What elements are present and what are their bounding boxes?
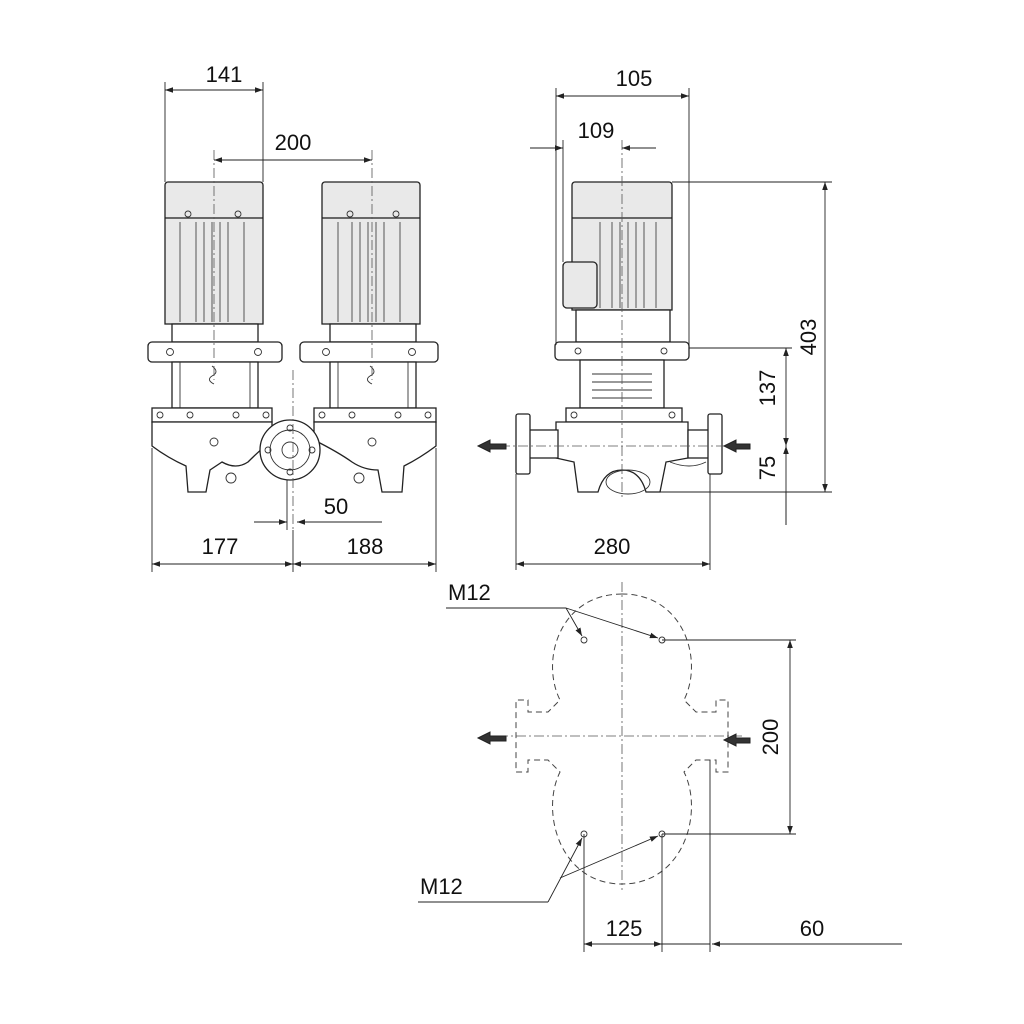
bolt-label-bottom: M12 bbox=[420, 874, 463, 899]
dim-bolt-horizontal: 125 bbox=[606, 916, 643, 941]
dim-left-length: 177 bbox=[202, 534, 239, 559]
bolt-label-top: M12 bbox=[448, 580, 491, 605]
dim-total-height: 403 bbox=[796, 319, 821, 356]
dim-bolt-vertical: 200 bbox=[758, 719, 783, 756]
right-motor bbox=[321, 181, 421, 343]
dim-right-length: 188 bbox=[347, 534, 384, 559]
dim-port-height: 75 bbox=[755, 456, 780, 480]
dim-motor-overhang: 105 bbox=[616, 66, 653, 91]
dim-port-offset: 50 bbox=[324, 494, 348, 519]
plan-view: M12 M12 200 125 60 bbox=[418, 580, 902, 952]
dim-port-to-port: 280 bbox=[594, 534, 631, 559]
front-view: 141 200 50 177 188 bbox=[147, 62, 439, 572]
side-view: 105 109 403 137 75 280 bbox=[476, 66, 832, 570]
dim-coupling-height: 137 bbox=[755, 370, 780, 407]
dim-motor-width: 141 bbox=[206, 62, 243, 87]
dim-motor-spacing: 200 bbox=[275, 130, 312, 155]
dim-offset: 60 bbox=[800, 916, 824, 941]
dim-terminal-box: 109 bbox=[578, 118, 615, 143]
